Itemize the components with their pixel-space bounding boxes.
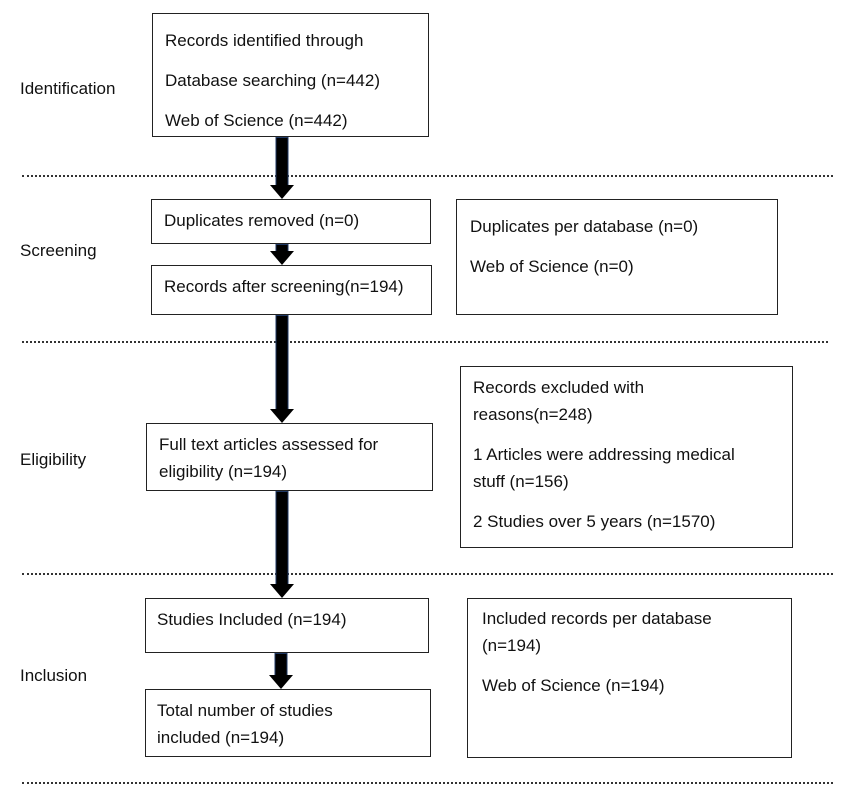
box-records-excluded: Records excluded with reasons(n=248) 1 A…: [460, 366, 793, 548]
box-line: Records identified through: [165, 31, 364, 50]
divider-eligibility-inclusion: [22, 573, 833, 575]
box-records-identified: Records identified through Database sear…: [152, 13, 429, 137]
arrow-down-icon: [270, 137, 294, 199]
box-line: eligibility (n=194): [159, 462, 288, 481]
arrow-down-icon: [270, 491, 294, 598]
box-line: (n=194): [482, 636, 542, 655]
box-records-after-screening: Records after screening(n=194): [151, 265, 432, 315]
box-duplicates-per-database: Duplicates per database (n=0) Web of Sci…: [456, 199, 778, 315]
divider-identification-screening: [22, 175, 833, 177]
arrow-down-icon: [270, 315, 294, 423]
box-line: Included records per database: [482, 609, 712, 628]
divider-screening-eligibility: [22, 341, 828, 343]
box-line: Web of Science (n=442): [165, 111, 348, 130]
arrow-down-icon: [269, 653, 293, 689]
box-line: Records after screening(n=194): [164, 277, 404, 296]
box-studies-included: Studies Included (n=194): [145, 598, 429, 653]
box-line: Web of Science (n=0): [470, 257, 634, 276]
box-duplicates-removed: Duplicates removed (n=0): [151, 199, 431, 244]
box-full-text-assessed: Full text articles assessed for eligibil…: [146, 423, 433, 491]
box-line: included (n=194): [157, 728, 285, 747]
box-included-per-database: Included records per database (n=194) We…: [467, 598, 792, 758]
stage-label-identification: Identification: [20, 79, 116, 98]
stage-label-eligibility: Eligibility: [20, 450, 87, 469]
box-line: reasons(n=248): [473, 405, 593, 424]
box-total-included: Total number of studies included (n=194): [145, 689, 431, 757]
box-line: 2 Studies over 5 years (n=1570): [473, 512, 716, 531]
stage-label-screening: Screening: [20, 241, 97, 260]
arrow-down-icon: [270, 244, 294, 265]
box-line: Web of Science (n=194): [482, 676, 665, 695]
stage-label-inclusion: Inclusion: [20, 666, 88, 685]
box-line: 1 Articles were addressing medical: [473, 445, 735, 464]
box-line: Total number of studies: [157, 701, 333, 720]
box-line: Duplicates removed (n=0): [164, 211, 360, 230]
box-line: Studies Included (n=194): [157, 610, 347, 629]
box-line: Duplicates per database (n=0): [470, 217, 699, 236]
box-line: Database searching (n=442): [165, 71, 380, 90]
box-line: Full text articles assessed for: [159, 435, 379, 454]
divider-bottom: [22, 782, 833, 784]
box-line: Records excluded with: [473, 378, 645, 397]
box-line: stuff (n=156): [473, 472, 569, 491]
